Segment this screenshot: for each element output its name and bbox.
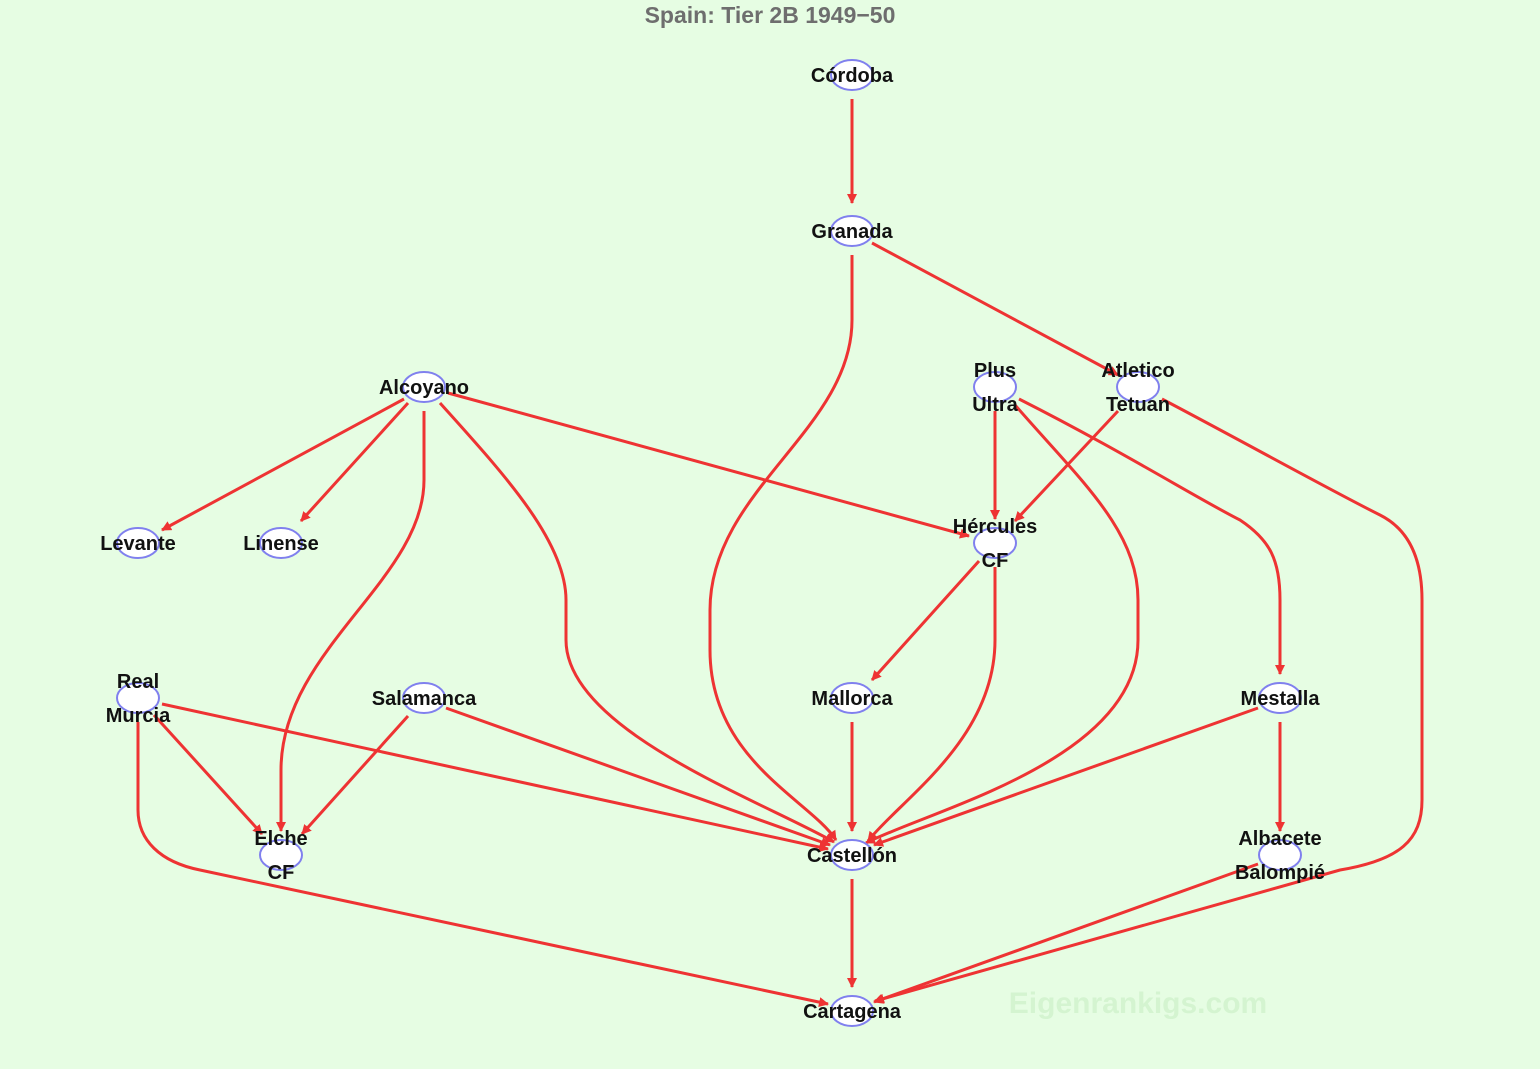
- edge-hercules-cf-to-castellon: [866, 567, 997, 842]
- node-salamanca: Salamanca: [372, 682, 477, 714]
- node-mallorca: Mallorca: [811, 682, 893, 714]
- edge-alcoyano-to-linense: [299, 401, 410, 523]
- node-label: Murcia: [106, 705, 171, 727]
- node-mestalla: Mestalla: [1241, 682, 1321, 714]
- node-levante: Levante: [100, 527, 176, 559]
- edge-mestalla-to-castellon: [873, 706, 1259, 847]
- edge-salamanca-to-castellon: [445, 706, 831, 847]
- node-marker: [116, 682, 160, 714]
- node-label: Plus: [974, 360, 1016, 382]
- node-marker: [402, 371, 446, 403]
- node-label: Albacete: [1238, 828, 1321, 850]
- node-marker: [402, 682, 446, 714]
- node-cordoba: Córdoba: [811, 59, 894, 91]
- node-label: Tetuan: [1106, 394, 1170, 416]
- node-marker: [830, 995, 874, 1027]
- node-cartagena: Cartagena: [803, 995, 902, 1027]
- node-marker: [1258, 839, 1302, 871]
- node-marker: [259, 839, 303, 871]
- node-label: Mallorca: [811, 688, 893, 710]
- edge-hercules-cf-to-mallorca: [870, 559, 981, 682]
- edge-atletico-tetuan-to-hercules-cf: [1013, 409, 1120, 523]
- node-label: Ultra: [972, 394, 1018, 416]
- node-marker: [259, 527, 303, 559]
- node-label: Cartagena: [803, 1001, 902, 1023]
- node-label: Córdoba: [811, 65, 894, 87]
- chart-title: Spain: Tier 2B 1949−50: [644, 2, 896, 28]
- node-label: Salamanca: [372, 688, 477, 710]
- edge-plus-ultra-to-castellon: [865, 404, 1140, 845]
- node-alcoyano: Alcoyano: [379, 371, 469, 403]
- edge-real-murcia-to-elche-cf: [152, 713, 264, 836]
- node-label: Alcoyano: [379, 377, 469, 399]
- node-label: Linense: [243, 533, 319, 555]
- node-marker: [830, 215, 874, 247]
- node-marker: [973, 527, 1017, 559]
- edge-real-murcia-to-castellon: [161, 702, 829, 852]
- edge-salamanca-to-elche-cf: [300, 714, 410, 836]
- node-label: Atletico: [1101, 360, 1174, 382]
- edge-albacete-balompie-to-cartagena: [873, 862, 1259, 1004]
- edge-real-murcia-to-cartagena: [136, 722, 829, 1008]
- node-label: Real: [117, 671, 159, 693]
- edge-alcoyano-to-castellon: [438, 401, 835, 844]
- node-label: Balompié: [1235, 862, 1325, 884]
- node-marker: [1258, 682, 1302, 714]
- node-marker: [1116, 371, 1160, 403]
- node-label: Levante: [100, 533, 176, 555]
- edge-alcoyano-to-elche-cf: [276, 411, 426, 832]
- edge-alcoyano-to-levante: [161, 397, 405, 532]
- node-marker: [830, 839, 874, 871]
- node-marker: [830, 59, 874, 91]
- node-label: Castellón: [807, 845, 897, 867]
- node-label: Granada: [811, 221, 893, 243]
- watermark: Eigenrankigs.com: [1009, 987, 1267, 1020]
- edge-granada-to-atletico-tetuan: [871, 241, 1119, 377]
- node-granada: Granada: [811, 215, 893, 247]
- node-label: Hércules: [953, 516, 1038, 538]
- edge-alcoyano-to-hercules-cf: [447, 391, 970, 539]
- edge-layer: [136, 99, 1424, 1008]
- node-castellon: Castellón: [807, 839, 897, 871]
- edge-granada-to-castellon: [708, 255, 854, 841]
- node-marker: [973, 371, 1017, 403]
- node-linense: Linense: [243, 527, 319, 559]
- node-marker: [116, 527, 160, 559]
- node-marker: [830, 682, 874, 714]
- node-label: CF: [982, 550, 1009, 572]
- node-label: CF: [268, 862, 295, 884]
- node-label: Elche: [254, 828, 307, 850]
- node-label: Mestalla: [1241, 688, 1321, 710]
- edge-atletico-tetuan-to-cartagena: [874, 397, 1424, 1004]
